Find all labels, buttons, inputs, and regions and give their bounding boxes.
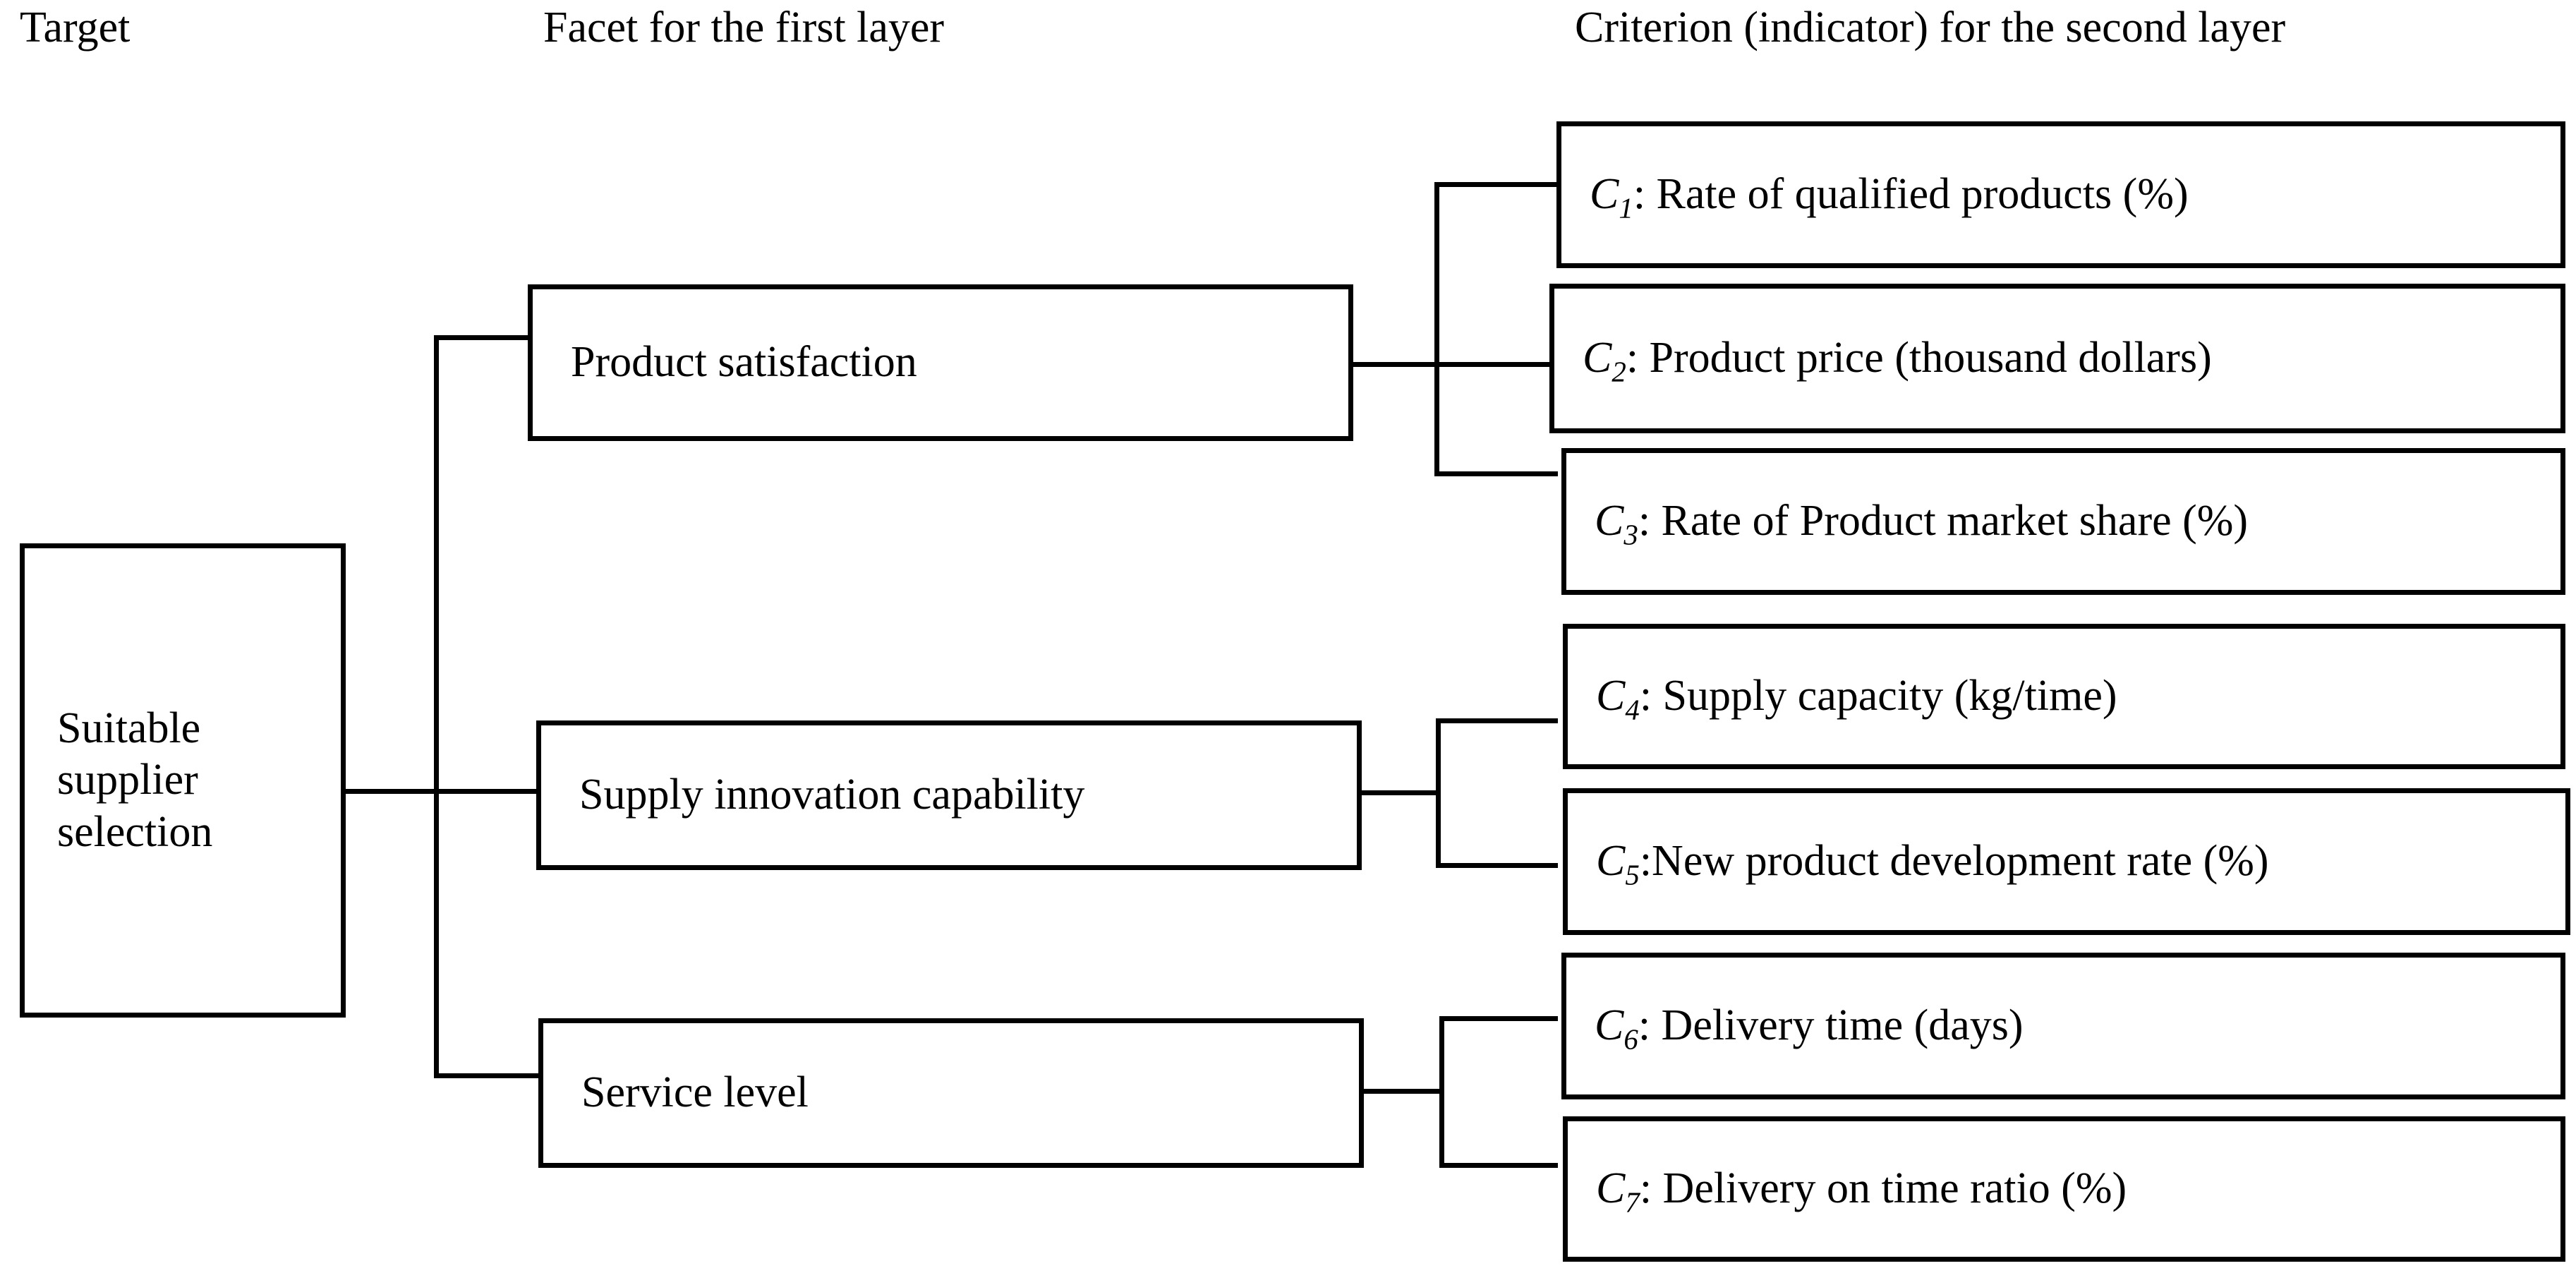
criterion-label-6: : Delivery time (days) (1638, 1001, 2024, 1050)
facet-node-supply-innovation-capability[interactable]: Supply innovation capability (536, 720, 1362, 870)
connector-group2-to-c5 (1436, 863, 1558, 868)
connector-bus-to-facet-3 (434, 1073, 543, 1078)
criterion-subscript-1: 1 (1619, 192, 1633, 224)
connector-group1-to-c2 (1434, 362, 1558, 367)
connector-target-to-bus (346, 789, 439, 794)
criterion-code-2: C (1583, 334, 1612, 382)
connector-group3-to-c7 (1439, 1163, 1558, 1168)
criterion-node-text-2: C2: Product price (thousand dollars) (1554, 332, 2212, 386)
connector-facet3-to-bus (1364, 1089, 1443, 1094)
connector-facet2-to-bus (1362, 790, 1441, 795)
criterion-code-1: C (1590, 170, 1619, 219)
connector-group1-to-c3 (1434, 471, 1558, 476)
target-node-label: Suitable supplier selection (57, 704, 213, 856)
criterion-code-5: C (1596, 837, 1626, 886)
connector-bus-to-facet-2 (434, 789, 541, 794)
criterion-node-c3[interactable]: C3: Rate of Product market share (%) (1561, 448, 2565, 595)
facet-node-label-1: Product satisfaction (571, 338, 917, 387)
criterion-label-2: : Product price (thousand dollars) (1626, 334, 2212, 382)
connector-bus-to-facet-1 (434, 335, 533, 340)
criterion-node-text-5: C5:New product development rate (%) (1568, 835, 2269, 889)
criterion-node-text-1: C1: Rate of qualified products (%) (1561, 169, 2189, 222)
column-header-target: Target (20, 4, 131, 52)
criterion-node-c4[interactable]: C4: Supply capacity (kg/time) (1563, 624, 2565, 769)
connector-group2-bus-vertical (1436, 718, 1441, 868)
connector-facet1-to-bus (1353, 362, 1439, 367)
criterion-label-5: :New product development rate (%) (1639, 837, 2269, 886)
connector-group1-bus-vertical (1434, 182, 1439, 476)
facet-node-service-level[interactable]: Service level (538, 1018, 1364, 1168)
criterion-subscript-5: 5 (1625, 859, 1640, 891)
criterion-code-7: C (1596, 1164, 1626, 1213)
criterion-node-c5[interactable]: C5:New product development rate (%) (1563, 788, 2570, 935)
criterion-label-7: : Delivery on time ratio (%) (1639, 1164, 2127, 1213)
criterion-code-6: C (1595, 1001, 1624, 1050)
criterion-subscript-3: 3 (1623, 519, 1638, 551)
criterion-subscript-4: 4 (1625, 694, 1640, 726)
criterion-label-3: : Rate of Product market share (%) (1638, 497, 2249, 545)
criterion-label-1: : Rate of qualified products (%) (1633, 170, 2189, 219)
criterion-node-text-7: C7: Delivery on time ratio (%) (1568, 1163, 2127, 1217)
criterion-node-text-4: C4: Supply capacity (kg/time) (1568, 670, 2117, 724)
criterion-node-c7[interactable]: C7: Delivery on time ratio (%) (1563, 1116, 2565, 1262)
criterion-node-c6[interactable]: C6: Delivery time (days) (1561, 953, 2565, 1099)
column-header-facet: Facet for the first layer (543, 4, 945, 52)
criterion-subscript-7: 7 (1625, 1186, 1640, 1219)
criterion-node-text-6: C6: Delivery time (days) (1566, 1000, 2024, 1054)
criterion-label-4: : Supply capacity (kg/time) (1639, 672, 2117, 720)
connector-facet-bus-vertical (434, 335, 439, 1078)
connector-group3-to-c6 (1439, 1016, 1558, 1021)
connector-group1-to-c1 (1434, 182, 1558, 187)
facet-node-product-satisfaction[interactable]: Product satisfaction (528, 284, 1353, 441)
column-header-criterion: Criterion (indicator) for the second lay… (1575, 4, 2286, 52)
connector-group3-bus-vertical (1439, 1016, 1444, 1168)
facet-node-label-2: Supply innovation capability (579, 771, 1085, 819)
target-node-suitable-supplier-selection[interactable]: Suitable supplier selection (20, 543, 346, 1018)
criterion-node-c2[interactable]: C2: Product price (thousand dollars) (1549, 284, 2565, 433)
criterion-code-3: C (1595, 497, 1624, 545)
facet-node-label-3: Service level (581, 1068, 809, 1117)
criterion-node-c1[interactable]: C1: Rate of qualified products (%) (1556, 121, 2565, 268)
criterion-subscript-6: 6 (1623, 1023, 1638, 1056)
criterion-node-text-3: C3: Rate of Product market share (%) (1566, 495, 2249, 549)
criterion-code-4: C (1596, 672, 1626, 720)
connector-group2-to-c4 (1436, 718, 1558, 723)
criterion-subscript-2: 2 (1611, 356, 1626, 388)
